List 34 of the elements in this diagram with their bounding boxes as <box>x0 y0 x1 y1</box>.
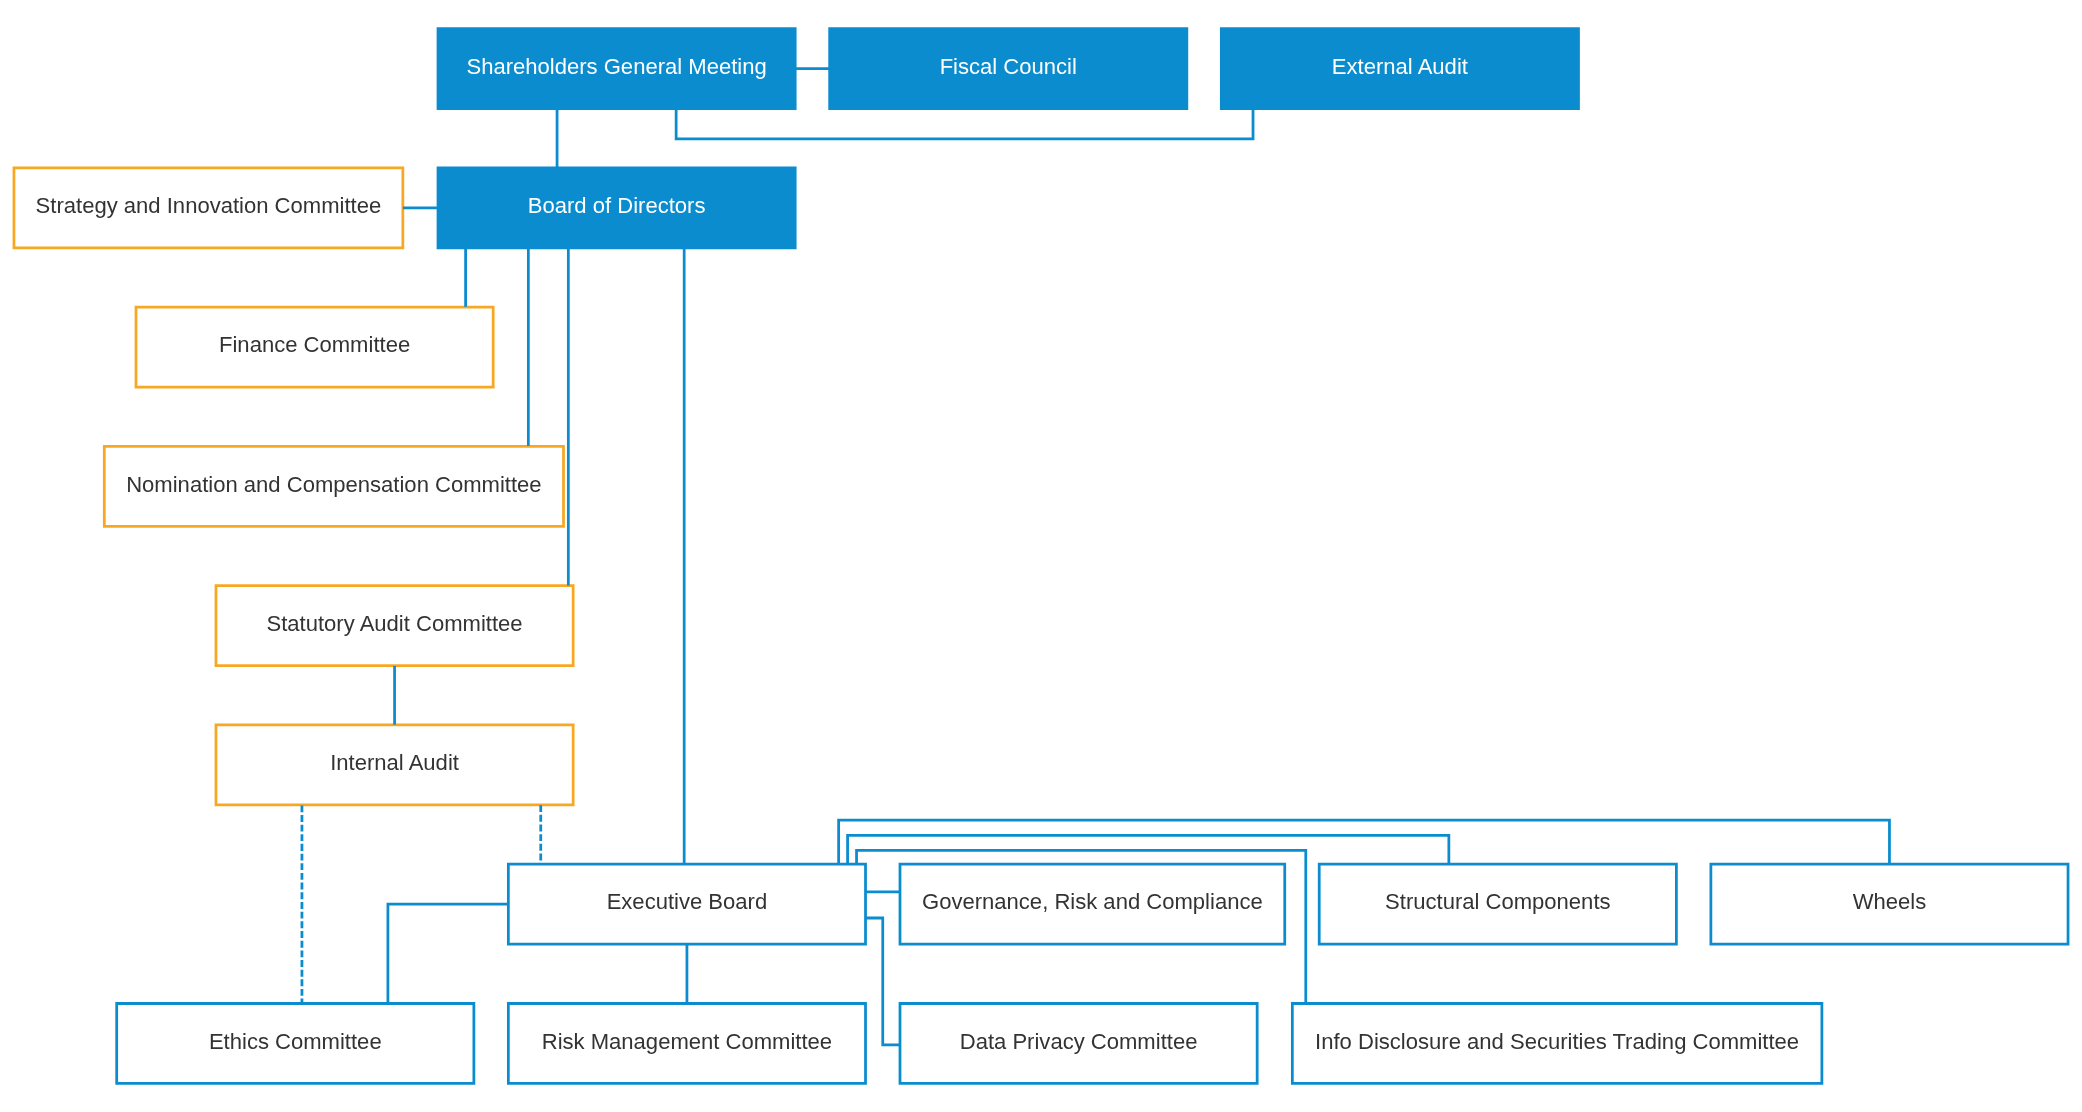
connector <box>566 248 570 586</box>
node-box: Risk Management Committee <box>506 1002 867 1085</box>
node-box: Info Disclosure and Securities Trading Committee <box>1290 1002 1824 1085</box>
node-box: Governance, Risk and Compliance <box>898 862 1287 946</box>
connector <box>846 833 1451 865</box>
connector <box>682 248 686 865</box>
connector <box>386 902 509 1004</box>
node-box: External Audit <box>1219 27 1580 110</box>
connector <box>685 944 689 1004</box>
node-box: Data Privacy Committee <box>898 1002 1259 1085</box>
connector <box>865 890 900 894</box>
connector <box>837 818 1891 865</box>
node-box: Statutory Audit Committee <box>214 584 575 667</box>
node-box: Fiscal Council <box>828 27 1189 110</box>
connector <box>555 108 559 168</box>
node-box: Board of Directors <box>436 166 797 250</box>
node-box: Structural Components <box>1317 862 1678 946</box>
connector <box>866 916 900 1047</box>
connector <box>464 248 467 307</box>
connector <box>393 665 396 725</box>
node-box: Finance Committee <box>134 305 495 389</box>
connector <box>795 67 830 70</box>
connector <box>300 805 304 1004</box>
node-box: Nomination and Compensation Committee <box>102 445 565 528</box>
connector <box>526 247 530 446</box>
node-box: Executive Board <box>506 862 867 946</box>
node-box: Wheels <box>1709 862 2070 946</box>
node-box: Shareholders General Meeting <box>436 27 797 110</box>
node-box: Internal Audit <box>214 723 575 807</box>
connector <box>539 805 543 864</box>
node-box: Ethics Committee <box>115 1002 476 1085</box>
node-box: Strategy and Innovation Committee <box>12 166 405 250</box>
connector <box>402 206 438 210</box>
connector <box>855 849 1308 1004</box>
